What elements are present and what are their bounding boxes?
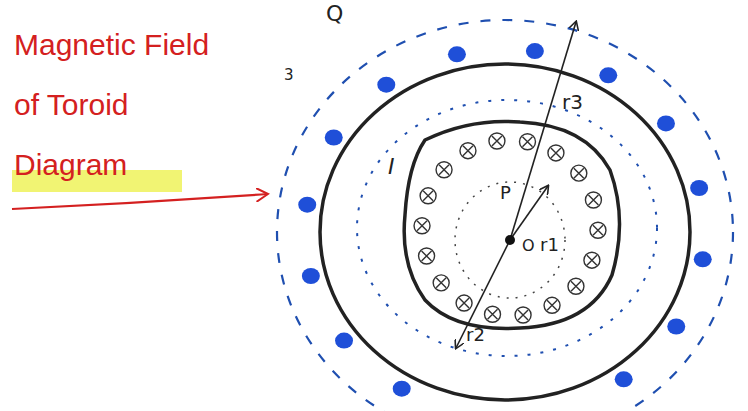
cross-mark bbox=[574, 168, 584, 178]
cross-symbol bbox=[568, 278, 584, 294]
radius-arrow bbox=[510, 22, 576, 240]
inner-boundary bbox=[404, 121, 619, 328]
cross-mark bbox=[588, 195, 598, 205]
diagram-label: I bbox=[388, 156, 395, 178]
cross-mark bbox=[547, 300, 557, 310]
radius-arrow bbox=[456, 240, 510, 348]
dot-symbol bbox=[298, 197, 316, 213]
dot-symbol bbox=[377, 77, 395, 93]
radius-arrow bbox=[510, 186, 548, 240]
cross-symbol bbox=[433, 275, 449, 291]
cross-mark bbox=[423, 191, 433, 201]
cross-symbol bbox=[544, 297, 560, 313]
dot-symbol bbox=[448, 46, 466, 62]
cross-mark bbox=[436, 278, 446, 288]
cross-mark bbox=[522, 137, 532, 147]
cross-symbol bbox=[548, 145, 564, 161]
diagram-label: O bbox=[522, 238, 535, 254]
cross-symbol bbox=[519, 134, 535, 150]
diagram-label: Q bbox=[326, 3, 343, 25]
pointer-arrow bbox=[12, 194, 268, 209]
dot-symbol bbox=[526, 43, 544, 59]
cross-symbol bbox=[489, 133, 505, 149]
cross-symbol bbox=[436, 162, 452, 178]
cross-symbol bbox=[590, 222, 606, 238]
cross-mark bbox=[422, 251, 432, 261]
cross-mark bbox=[463, 146, 473, 156]
current-out-symbols bbox=[298, 43, 712, 397]
cross-mark bbox=[492, 136, 502, 146]
outer-boundary bbox=[320, 64, 690, 400]
dot-symbol bbox=[657, 115, 675, 131]
cross-mark bbox=[417, 221, 427, 231]
current-in-symbols bbox=[414, 133, 606, 323]
cross-mark bbox=[488, 309, 498, 319]
dot-symbol bbox=[302, 268, 320, 284]
diagram-label: r3 bbox=[562, 92, 583, 112]
cross-mark bbox=[518, 310, 528, 320]
diagram-label: r2 bbox=[466, 326, 485, 344]
diagram-label: 3 bbox=[284, 68, 294, 83]
dot-symbol bbox=[694, 251, 712, 267]
cross-symbol bbox=[584, 252, 600, 268]
diagram-label: r1 bbox=[540, 236, 559, 254]
diagram-label: P bbox=[500, 184, 511, 202]
field-line bbox=[277, 20, 733, 411]
dot-symbol bbox=[690, 180, 708, 196]
cross-symbol bbox=[420, 188, 436, 204]
amperian-loop bbox=[455, 182, 565, 298]
cross-symbol bbox=[485, 306, 501, 322]
cross-mark bbox=[551, 148, 561, 158]
cross-mark bbox=[459, 298, 469, 308]
cross-symbol bbox=[419, 248, 435, 264]
field-line bbox=[357, 100, 657, 356]
cross-mark bbox=[593, 225, 603, 235]
cross-symbol bbox=[571, 165, 587, 181]
cross-symbol bbox=[414, 218, 430, 234]
cross-symbol bbox=[456, 295, 472, 311]
dot-symbol bbox=[335, 333, 353, 349]
cross-mark bbox=[571, 281, 581, 291]
dot-symbol bbox=[325, 129, 343, 145]
cross-symbol bbox=[585, 192, 601, 208]
dot-symbol bbox=[615, 371, 633, 387]
handwritten-title: Magnetic Field of Toroid Diagram bbox=[14, 15, 234, 195]
cross-symbol bbox=[460, 143, 476, 159]
cross-mark bbox=[587, 255, 597, 265]
center-point bbox=[505, 235, 515, 245]
dot-symbol bbox=[599, 67, 617, 83]
dot-symbol bbox=[667, 319, 685, 335]
cross-mark bbox=[439, 165, 449, 175]
cross-symbol bbox=[515, 307, 531, 323]
dot-symbol bbox=[393, 381, 411, 397]
